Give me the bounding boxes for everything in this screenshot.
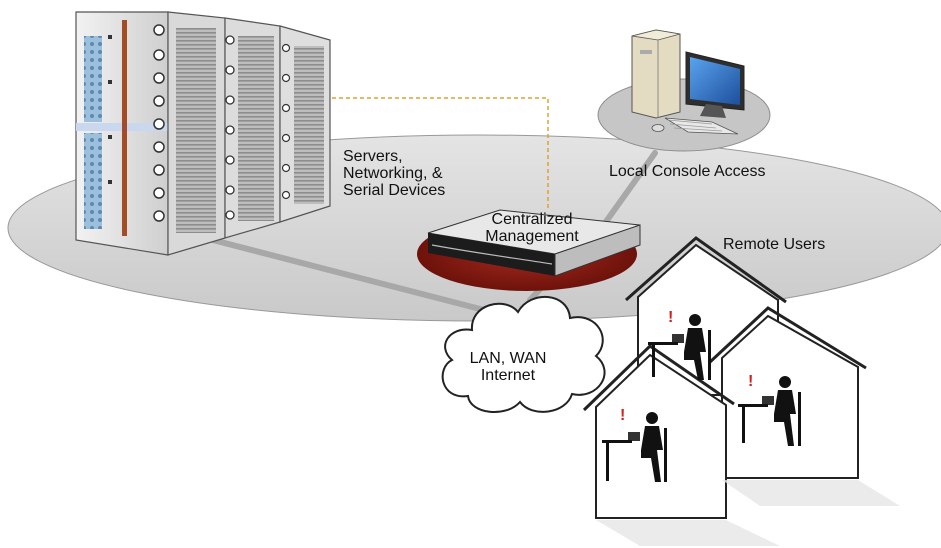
svg-text:!: ! <box>668 309 673 326</box>
house-shadows <box>596 480 900 546</box>
servers-label-line-3: Serial Devices <box>343 182 446 199</box>
cloud-icon <box>441 296 606 414</box>
management-appliance-icon <box>417 209 641 291</box>
network-label-line-1: LAN, WAN <box>469 350 547 367</box>
management-label-line-2: Management <box>485 228 579 245</box>
servers-label-line-1: Servers, <box>343 148 403 165</box>
user-with-laptop-icon: ! ! ! <box>602 309 801 482</box>
management-label: Centralized Management <box>477 211 587 245</box>
management-label-line-1: Centralized <box>491 211 573 228</box>
server-rack-icon <box>75 11 331 256</box>
remote-users-label: Remote Users <box>723 236 826 253</box>
svg-text:!: ! <box>620 407 625 424</box>
svg-text:!: ! <box>748 373 753 390</box>
console-label: Local Console Access <box>609 163 766 180</box>
servers-label-line-2: Networking, & <box>343 165 443 182</box>
network-label: LAN, WAN Internet <box>460 350 556 384</box>
network-label-line-2: Internet <box>480 367 536 384</box>
servers-label: Servers, Networking, & Serial Devices <box>343 148 445 199</box>
desktop-computer-icon <box>631 29 745 135</box>
